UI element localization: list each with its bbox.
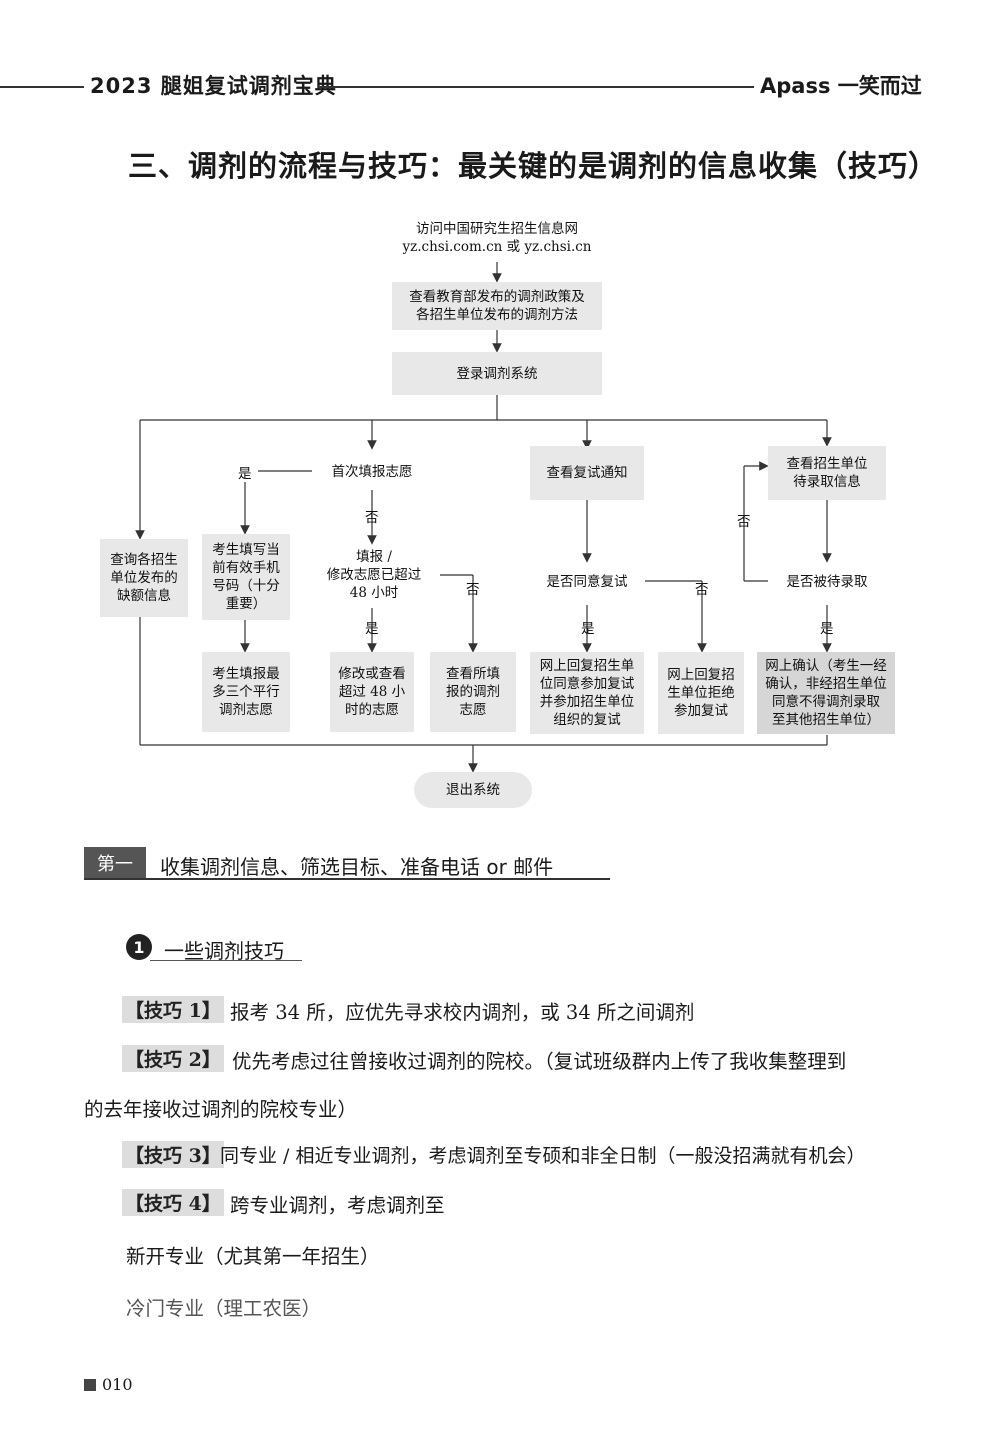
tip-2-continuation: 的去年接收过调剂的院校专业） xyxy=(84,1098,358,1121)
subsection-rule xyxy=(150,960,302,961)
tip-1-text: 报考 34 所，应优先寻求校内调剂，或 34 所之间调剂 xyxy=(230,1001,695,1024)
step-fill-phone: 考生填写当 前有效手机 号码（十分 重要） xyxy=(202,534,290,620)
new-major-line: 新开专业（尤其第一年招生） xyxy=(126,1245,380,1268)
section-title: 三、调剂的流程与技巧：最关键的是调剂的信息收集（技巧） xyxy=(128,149,939,183)
label-no: 否 xyxy=(466,582,480,598)
subsection-title: 一些调剂技巧 xyxy=(164,939,284,963)
tip-3-text: 同专业 / 相近专业调剂，考虑调剂至专硕和非全日制（一般没招满就有机会） xyxy=(220,1145,866,1167)
step-online-confirm: 网上确认（考生一经 确认，非经招生单位 同意不得调剂录取 至其他招生单位） xyxy=(757,652,895,734)
step-view-pending: 查看招生单位 待录取信息 xyxy=(768,446,886,500)
step-view-filled: 查看所填 报的调剂 志愿 xyxy=(430,652,516,732)
label-no: 否 xyxy=(695,582,709,598)
header-rule-left xyxy=(0,86,84,88)
step-modify-view: 修改或查看 超过 48 小 时的志愿 xyxy=(330,652,414,732)
label-yes: 是 xyxy=(820,621,834,637)
step-exit: 退出系统 xyxy=(414,772,532,808)
flowchart-connectors xyxy=(135,262,832,773)
header-rule-middle xyxy=(318,86,754,88)
label-yes: 是 xyxy=(238,466,252,482)
label-yes: 是 xyxy=(365,621,379,637)
label-yes: 是 xyxy=(581,621,595,637)
label-no: 否 xyxy=(737,514,751,530)
tip-2-tag: 【技巧 2】 xyxy=(122,1045,224,1072)
step-three-choices: 考生填报最 多三个平行 调剂志愿 xyxy=(202,652,290,732)
label-no: 否 xyxy=(365,510,379,526)
subsection-number-icon: 1 xyxy=(126,934,152,960)
step-query-vacancy: 查询各招生 单位发布的 缺额信息 xyxy=(100,539,188,617)
tip-4-text: 跨专业调剂，考虑调剂至 xyxy=(230,1194,445,1217)
page-number: 010 xyxy=(102,1375,133,1394)
brand-a-icon: A xyxy=(760,74,777,98)
cold-major-line: 冷门专业（理工农医） xyxy=(126,1297,322,1320)
section-bar-rule xyxy=(84,878,610,880)
step-reply-refuse: 网上回复招 生单位拒绝 参加复试 xyxy=(658,652,744,734)
tip-3-tag: 【技巧 3】 xyxy=(122,1141,224,1168)
brand-text: pass 一笑而过 xyxy=(776,74,922,98)
step-reply-agree: 网上回复招生单 位同意参加复试 并参加招生单位 组织的复试 xyxy=(530,652,644,734)
step-visit-website: 访问中国研究生招生信息网 yz.chsi.com.cn 或 yz.chsi.cn xyxy=(402,221,592,255)
step-over-48h: 填报 / 修改志愿已超过 48 小时 xyxy=(326,549,422,601)
tip-4-tag: 【技巧 4】 xyxy=(122,1189,224,1216)
step-login: 登录调剂系统 xyxy=(392,352,602,395)
page-marker-icon xyxy=(84,1379,96,1391)
brand-logo: Apass 一笑而过 xyxy=(760,70,922,100)
section-badge: 第一 xyxy=(84,847,146,879)
book-title: 2023 腿姐复试调剂宝典 xyxy=(90,74,337,98)
step-view-notice: 查看复试通知 xyxy=(530,446,644,500)
tip-2-text: 优先考虑过往曾接收过调剂的院校。（复试班级群内上传了我收集整理到 xyxy=(232,1050,847,1073)
step-view-policy: 查看教育部发布的调剂政策及 各招生单位发布的调剂方法 xyxy=(392,282,602,330)
section-bar-text: 收集调剂信息、筛选目标、准备电话 or 邮件 xyxy=(160,855,554,879)
step-first-fill: 首次填报志愿 xyxy=(331,464,413,480)
step-admitted: 是否被待录取 xyxy=(786,574,868,590)
tip-1-tag: 【技巧 1】 xyxy=(122,996,224,1023)
step-agree-retest: 是否同意复试 xyxy=(546,574,628,590)
